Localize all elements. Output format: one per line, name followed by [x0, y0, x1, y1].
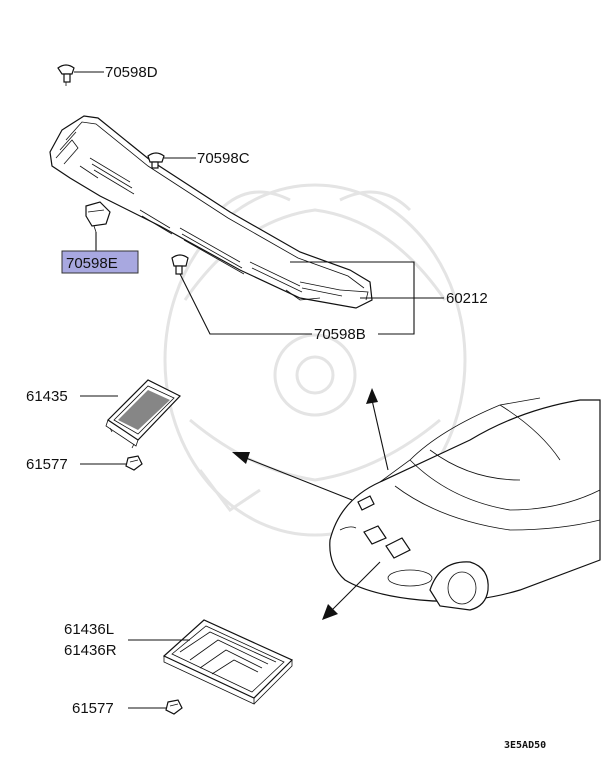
clip-61577-icon [125, 455, 143, 471]
clip-70598E-icon [85, 201, 111, 233]
label-61436L: 61436L [64, 621, 114, 638]
label-70598D: 70598D [105, 64, 158, 81]
label-61577-lower: 61577 [72, 700, 114, 717]
clip-61577-lower-icon [165, 699, 183, 715]
clip-70598B-icon [171, 254, 189, 275]
cowl-top-panel-60212 [49, 115, 373, 309]
car-front-illustration [329, 397, 601, 611]
label-70598B: 70598B [314, 326, 366, 343]
label-70598E-highlight [61, 250, 139, 274]
clip-70598D-icon [57, 64, 75, 86]
label-60212: 60212 [446, 290, 488, 307]
label-61577-upper: 61577 [26, 456, 68, 473]
label-61435: 61435 [26, 388, 68, 405]
label-70598E: 70598E [66, 255, 118, 272]
grille-61435 [105, 379, 181, 449]
grille-61436 [162, 619, 294, 705]
clip-70598C-icon [147, 152, 165, 169]
label-70598C: 70598C [197, 150, 250, 167]
direction-arrows [232, 388, 389, 620]
label-61436R: 61436R [64, 642, 117, 659]
diagram-code: 3E5AD50 [504, 740, 546, 751]
